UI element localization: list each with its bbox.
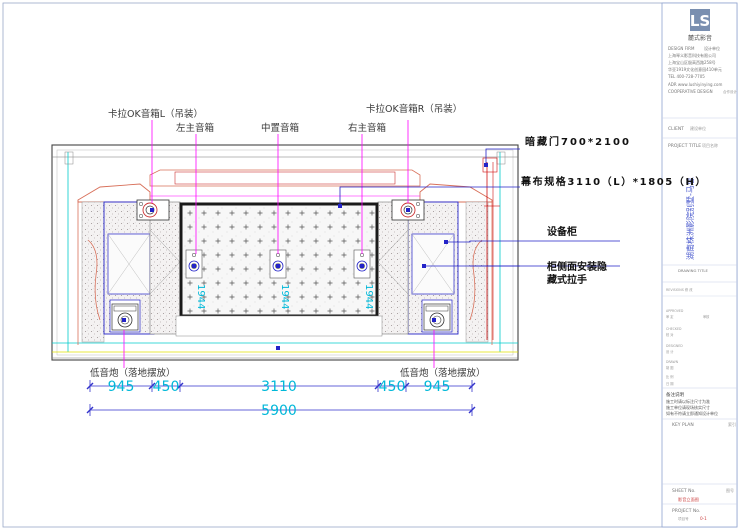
dim-450-right: 450 <box>379 379 406 395</box>
design-firm-label: DESIGN FIRM <box>668 46 695 51</box>
screen-mark-left: 1944 <box>195 284 206 309</box>
audit-cn: 审核 <box>703 314 710 319</box>
logo-text: 麓式影音 <box>688 34 712 42</box>
project-no-value: 0-1 <box>700 516 707 521</box>
logo-letters: LS <box>690 12 710 30</box>
callout-cabinet: 设备柜 <box>547 225 577 238</box>
note-2: 施工单位请现场核实尺寸 <box>666 404 710 410</box>
date-cn: 日 期 <box>666 381 673 386</box>
drawn-cn: 制 图 <box>666 365 673 370</box>
checked-cn: 校 对 <box>666 332 674 337</box>
dimension-lines: 945 450 3110 450 945 5900 <box>86 379 476 419</box>
logo-mark <box>690 9 710 31</box>
wall-frame <box>51 144 519 361</box>
sheet-no-label: SHEET No. <box>672 488 696 494</box>
approved-cn: 审 定 <box>666 314 674 319</box>
checked-label: CHECKED <box>666 327 682 331</box>
project-title-label: PROJECT TITLE <box>668 143 701 149</box>
drawn-label: DRAWN <box>666 360 679 364</box>
note-3: 如有不符请立即通知设计单位 <box>666 410 718 416</box>
sheet-no-cn: 图号 <box>726 487 734 493</box>
client-cn: 建设单位 <box>690 125 706 131</box>
label-sub-left: 低音炮（落地摆放） <box>90 367 176 379</box>
callout-hidden-door: 暗藏门700*2100 <box>525 135 631 148</box>
callout-handle-2: 藏式拉手 <box>547 273 587 286</box>
client-label: CLIENT <box>668 126 684 132</box>
subwoofer-left <box>111 303 139 331</box>
scale-cn: 比 例 <box>666 374 673 379</box>
dim-945-right: 945 <box>424 379 451 395</box>
dim-total: 5900 <box>261 403 297 419</box>
key-plan-cn: 索引 <box>728 421 736 427</box>
designed-cn: 设 计 <box>666 349 674 354</box>
dim-450-left: 450 <box>153 379 180 395</box>
note-title: 备注说明 <box>666 391 684 398</box>
callout-handle-1: 柜侧面安装隐 <box>546 260 607 273</box>
leader-lines <box>123 120 435 368</box>
approved-label: APPROVED <box>666 309 684 313</box>
screen-mark-center: 1944 <box>279 284 290 309</box>
adr: ADR www.lushiyinying.com <box>668 82 722 87</box>
project-no-label: PROJECT No. <box>672 508 700 514</box>
designed-label: DESIGNED <box>666 344 683 348</box>
drawing-title-label: DRAWING TITLE <box>678 268 709 273</box>
coop-design-cn: 合作设计 <box>723 89 737 94</box>
company-name: 上海琴义影音科技有限公司 <box>668 52 716 58</box>
screen-mark-right: 1944 <box>363 284 374 309</box>
note-1: 施工时请以标注尺寸为准 <box>666 398 710 404</box>
revisions-label: REVISIONS 修 改 <box>666 287 693 292</box>
label-karaoke-left: 卡拉OK音箱L（吊装） <box>108 108 203 120</box>
title-block: LS 麓式影音 DESIGN FIRM 设计单位 上海琴义影音科技有限公司 上海… <box>661 2 737 528</box>
label-right-main: 右主音箱 <box>348 122 386 134</box>
label-center: 中置音箱 <box>261 122 299 134</box>
label-karaoke-right: 卡拉OK音箱R（吊装） <box>366 103 462 115</box>
address-line-1: 上海宝山区殷高西路258号 <box>668 59 716 65</box>
callout-screen-spec: 幕布规格3110（L）*1805（H） <box>520 175 707 188</box>
subwoofer-right <box>423 303 451 331</box>
project-no-cn: 项目号 <box>678 516 689 521</box>
callouts: 暗藏门700*2100 幕布规格3110（L）*1805（H） 设备柜 柜侧面安… <box>338 135 707 286</box>
left-cabinet <box>103 199 181 335</box>
sheet-no-value: 影音立面图 <box>678 496 699 503</box>
approval-rows: APPROVED 审 定 审核 CHECKED 校 对 DESIGNED 设 计… <box>666 309 710 386</box>
key-plan-label: KEY PLAN <box>672 422 694 428</box>
speaker-labels: 卡拉OK音箱L（吊装） 卡拉OK音箱R（吊装） 左主音箱 中置音箱 右主音箱 低… <box>90 103 486 379</box>
address-line-2: 华亚1919文化创意园410单元 <box>668 66 722 72</box>
design-firm-cn: 设计单位 <box>704 45 720 51</box>
leader-dots <box>122 208 436 350</box>
project-title-cn: 项目名称 <box>702 142 718 148</box>
tel: TEL 400-728-7705 <box>667 74 705 79</box>
label-left-main: 左主音箱 <box>176 122 214 134</box>
dim-945-left: 945 <box>108 379 135 395</box>
label-sub-right: 低音炮（落地摆放） <box>400 367 486 379</box>
dim-3110: 3110 <box>261 379 297 395</box>
right-cabinet <box>377 199 459 335</box>
project-name: 湖南株洲影院别墅-马总 <box>685 177 695 260</box>
projection-screen: 1944 1944 1944 <box>175 202 383 337</box>
coop-design: COOPERATIVE DESIGN <box>668 89 713 94</box>
